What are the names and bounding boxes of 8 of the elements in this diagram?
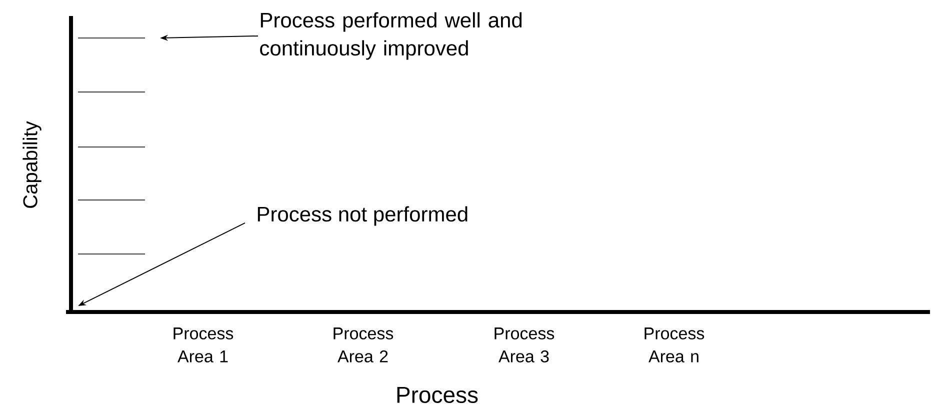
category-label: Process Area 3 <box>494 328 554 362</box>
annotation-text: Process performed well and continuously improved <box>260 12 522 60</box>
category-label: Process Area 1 <box>174 328 234 362</box>
category-label: Process Area n <box>644 328 704 362</box>
annotation-text: Process not performed <box>258 206 468 226</box>
axis-title: Process <box>397 386 478 403</box>
category-label: Process Area 2 <box>334 328 394 362</box>
axis-title: Capability <box>22 121 42 208</box>
